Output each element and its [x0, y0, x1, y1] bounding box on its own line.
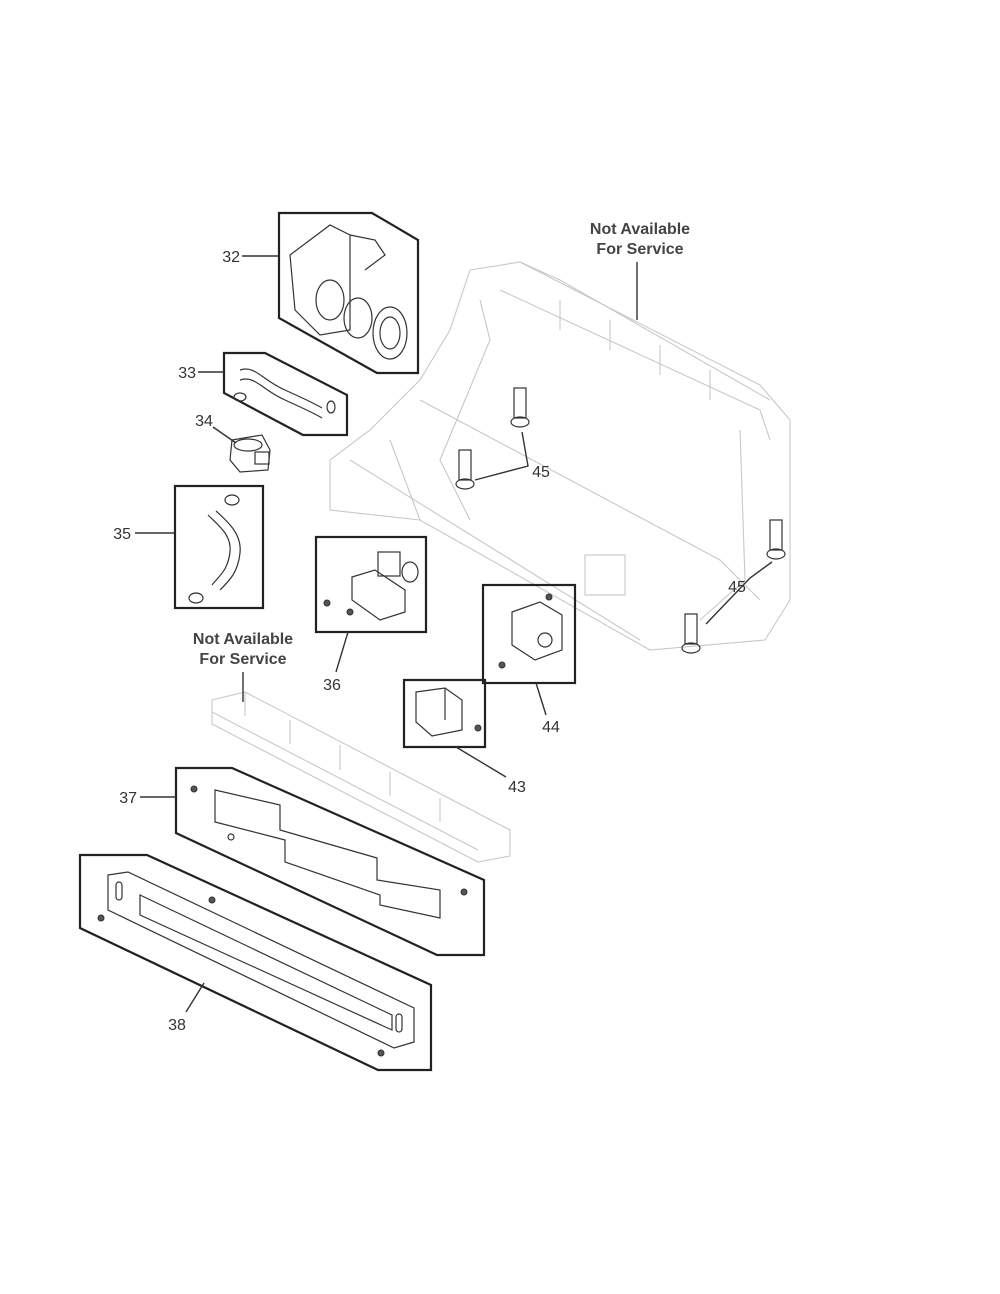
part-36-valve: 36 — [314, 535, 428, 694]
leg-icon — [681, 613, 701, 654]
part-35-frame — [173, 484, 265, 610]
part-43-frame — [402, 678, 487, 749]
part-45-leader-b — [705, 561, 773, 625]
screw-icon — [208, 896, 216, 904]
part-34-leader — [212, 426, 237, 444]
callout-32: 32 — [222, 249, 240, 266]
screw-icon — [377, 1049, 385, 1057]
part-33-frame — [222, 351, 349, 437]
callout-34: 34 — [195, 413, 213, 430]
part-34-sensor: 34 — [195, 413, 271, 473]
callout-33: 33 — [178, 365, 196, 382]
part-44-leader — [535, 682, 547, 716]
screw-icon — [346, 608, 354, 616]
part-35-hose: 35 — [113, 484, 265, 610]
callout-37: 37 — [119, 790, 137, 807]
callout-45-b: 45 — [728, 579, 746, 596]
callout-44: 44 — [542, 719, 560, 736]
screw-icon — [498, 661, 506, 669]
part-37-frame — [174, 766, 486, 957]
screw-icon — [545, 593, 553, 601]
note-tub-frame-line1: Not Available — [590, 221, 690, 238]
screw-icon — [97, 914, 105, 922]
note-front-rail-line1: Not Available — [193, 631, 293, 648]
part-32-pump-assembly: 32 — [222, 211, 420, 375]
part-38-leader — [185, 982, 205, 1013]
screw-icon — [190, 785, 198, 793]
part-38-kick-plate: 38 — [78, 853, 433, 1072]
part-45-leveling-legs: 45 45 — [455, 387, 786, 654]
part-44-frame — [481, 583, 577, 685]
note-front-rail-line2: For Service — [199, 651, 286, 668]
part-43-leader — [455, 746, 507, 778]
callout-45-a: 45 — [532, 464, 550, 481]
note-front-rail: Not Available For Service — [193, 631, 293, 702]
screw-icon — [460, 888, 468, 896]
leg-icon — [766, 519, 786, 560]
callout-35: 35 — [113, 526, 131, 543]
part-45-leader-a — [474, 431, 529, 481]
tub-frame-ghost — [329, 261, 791, 651]
part-38-frame — [78, 853, 433, 1072]
callout-36: 36 — [323, 677, 341, 694]
front-rail-ghost — [211, 691, 511, 863]
leg-icon — [455, 449, 475, 490]
part-33-hose: 33 — [178, 351, 349, 437]
leg-icon — [510, 387, 530, 428]
part-36-frame — [314, 535, 428, 634]
screw-icon — [474, 724, 482, 732]
note-tub-frame-line2: For Service — [596, 241, 683, 258]
note-tub-frame: Not Available For Service — [590, 221, 690, 320]
part-43-cover: 43 — [402, 678, 526, 796]
callout-38: 38 — [168, 1017, 186, 1034]
part-44-bracket: 44 — [481, 583, 577, 736]
callout-43: 43 — [508, 779, 526, 796]
screw-icon — [323, 599, 331, 607]
part-32-frame — [277, 211, 420, 375]
part-37-inner-panel: 37 — [119, 766, 486, 957]
part-36-leader — [335, 631, 349, 673]
